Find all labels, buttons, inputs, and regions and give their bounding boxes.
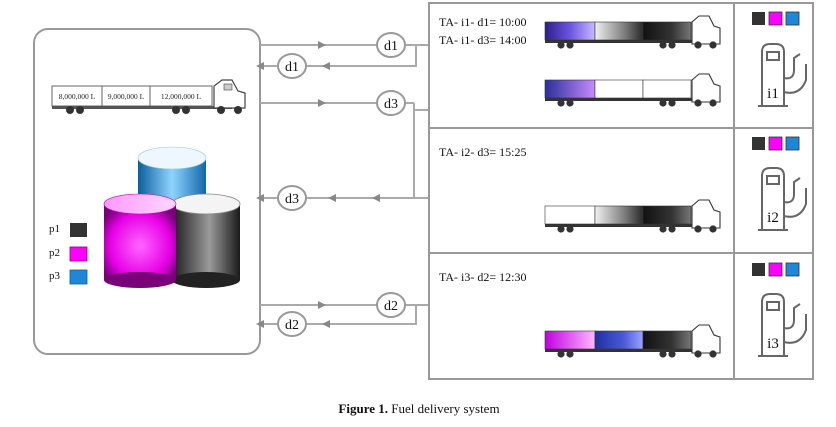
legend-p2-swatch (69, 246, 88, 262)
tank-p1-swatch (752, 263, 765, 276)
compartment-3-label: 12,000,000 L (161, 92, 202, 101)
fuel-pump-icon (758, 167, 807, 231)
caption-text: Fuel delivery system (388, 401, 500, 416)
route-d2-in: d2 (277, 311, 307, 337)
route-d1-in: d1 (277, 53, 307, 79)
compartment-2-label: 9,000,000 L (108, 92, 145, 101)
tank-p3-swatch (785, 11, 800, 26)
route-label: d1 (285, 60, 299, 75)
route-d3-out: d3 (376, 90, 406, 116)
fuel-pump-icon (758, 43, 807, 107)
station-i1-row: TA- i1- d1= 10:00 TA- i1- d3= 14:00 (439, 11, 807, 107)
figure-caption: Figure 1. Fuel delivery system (338, 401, 499, 416)
legend-p3-label: p3 (49, 270, 61, 282)
tank-p1-swatch (752, 12, 765, 25)
arrival-time-label: TA- i1- d3= 14:00 (439, 33, 526, 47)
tank-p3-swatch (785, 136, 800, 151)
route-label: d3 (285, 192, 299, 207)
truck-i1-d1 (544, 15, 721, 49)
compartment-1-label: 8,000,000 L (59, 92, 96, 101)
tank-p1-swatch (752, 137, 765, 150)
arrival-time-label: TA- i1- d1= 10:00 (439, 15, 526, 29)
station-id-label: i3 (767, 336, 779, 352)
depot-tanker-truck: 8,000,000 L 9,000,000 L 12,000,000 L (51, 79, 246, 114)
truck-i1-d3 (544, 73, 721, 107)
route-d1-out: d1 (376, 32, 406, 58)
route-lines (260, 44, 428, 325)
stations-panel (428, 2, 814, 380)
station-i2-row: TA- i2- d3= 15:25 i2 (439, 136, 807, 233)
tank-p2-swatch (768, 262, 783, 277)
storage-tanks (103, 146, 241, 288)
route-label: d2 (384, 299, 398, 314)
route-d2-out: d2 (376, 292, 406, 318)
tank-p2-swatch (768, 11, 783, 26)
legend-p3-swatch (69, 269, 88, 285)
legend-p2-label: p2 (49, 247, 60, 259)
station-id-label: i1 (767, 86, 779, 102)
route-arrowheads (256, 41, 380, 328)
station-id-label: i2 (767, 210, 779, 226)
route-d3-in: d3 (277, 185, 307, 211)
arrival-time-label: TA- i3- d2= 12:30 (439, 270, 526, 284)
route-label: d2 (285, 318, 299, 333)
truck-i3-d2 (544, 324, 721, 358)
legend-p1-swatch (70, 223, 87, 237)
fuel-pump-icon (758, 293, 807, 357)
station-i3-row: TA- i3- d2= 12:30 i3 (439, 262, 807, 358)
tank-p3-swatch (785, 262, 800, 277)
route-label: d3 (384, 97, 398, 112)
arrival-time-label: TA- i2- d3= 15:25 (439, 145, 526, 159)
product-legend: p1 p2 p3 (49, 223, 88, 285)
caption-bold: Figure 1. (338, 401, 388, 416)
truck-i2-d3 (544, 199, 721, 233)
route-label: d1 (384, 39, 398, 54)
tank-p2-swatch (768, 136, 783, 151)
legend-p1-label: p1 (49, 223, 60, 235)
